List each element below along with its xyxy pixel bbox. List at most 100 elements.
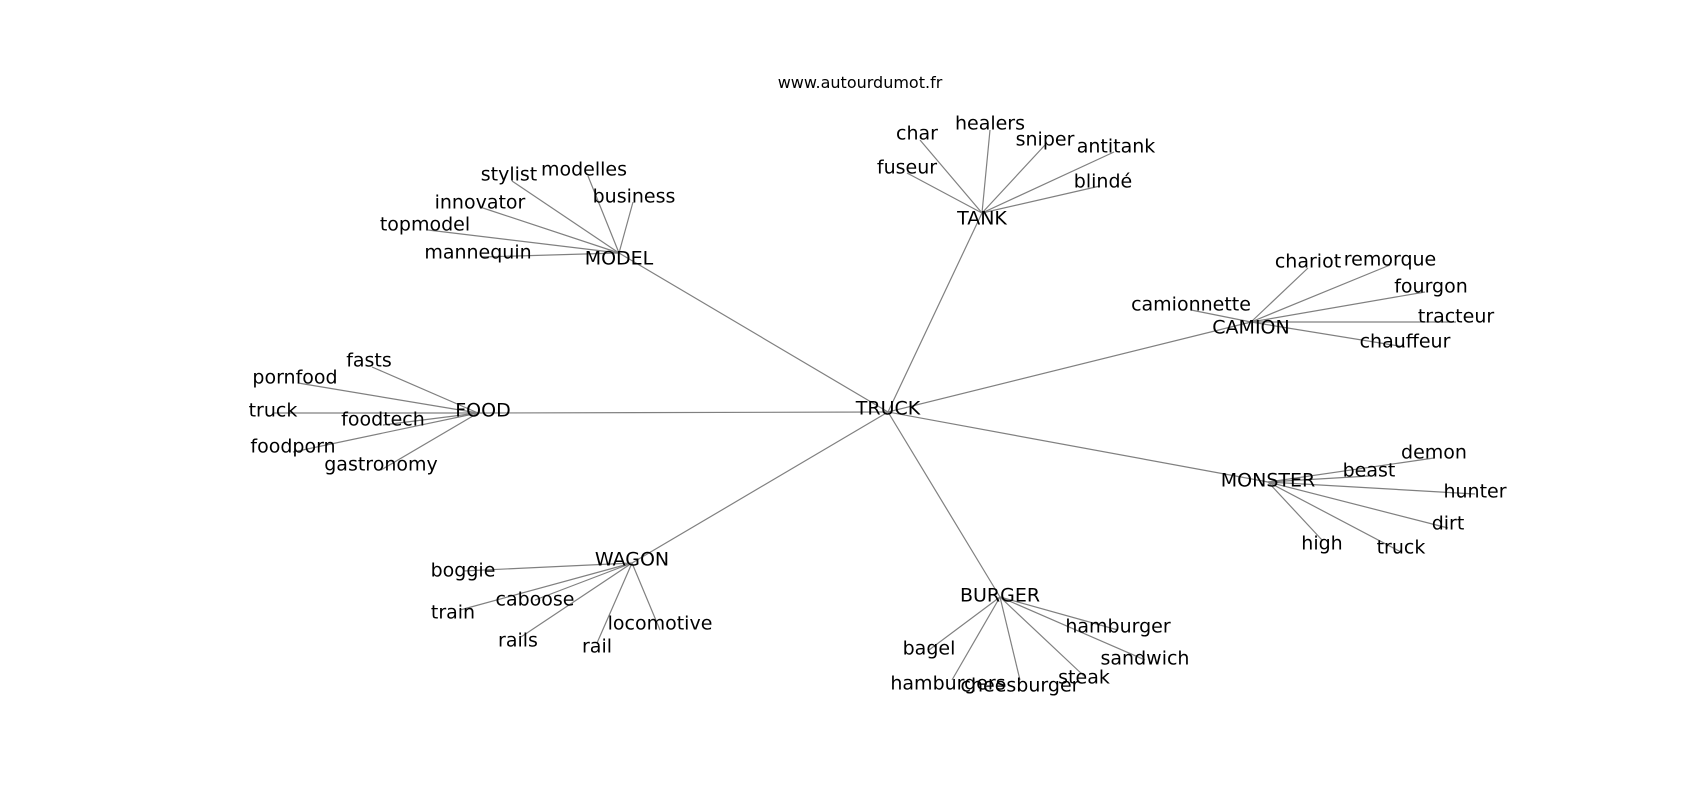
edge-center-camion xyxy=(887,321,1252,413)
edge-food-3 xyxy=(382,412,479,426)
edge-burger-0 xyxy=(999,596,1119,631)
leaf-node-camion-3: camionnette xyxy=(1131,294,1251,316)
hub-node-food: FOOD xyxy=(455,400,510,422)
leaf-node-tank-1: healers xyxy=(955,113,1025,135)
hub-node-wagon: WAGON xyxy=(595,549,669,571)
edge-monster-1 xyxy=(1267,475,1370,483)
leaf-node-burger-2: bagel xyxy=(903,638,956,660)
leaf-node-camion-1: remorque xyxy=(1344,249,1437,271)
edge-wagon-5 xyxy=(596,562,633,644)
edge-burger-1 xyxy=(999,596,1146,661)
leaf-node-wagon-3: locomotive xyxy=(608,613,713,635)
edge-tank-2 xyxy=(981,144,1046,214)
edge-model-2 xyxy=(482,207,620,254)
edge-food-1 xyxy=(297,382,479,414)
edge-center-food xyxy=(477,411,889,414)
leaf-node-wagon-2: train xyxy=(431,602,475,624)
leaf-node-monster-4: high xyxy=(1301,533,1342,555)
edge-wagon-1 xyxy=(534,562,633,601)
edge-tank-3 xyxy=(981,151,1115,214)
leaf-node-monster-1: beast xyxy=(1343,460,1396,482)
edge-wagon-0 xyxy=(462,562,633,572)
leaf-node-wagon-0: boggie xyxy=(431,560,496,582)
edge-center-model xyxy=(618,252,889,413)
leaf-node-food-0: fasts xyxy=(346,350,392,372)
leaf-node-camion-0: chariot xyxy=(1275,251,1341,273)
leaf-node-model-1: modelles xyxy=(541,159,627,181)
edge-model-3 xyxy=(618,201,634,254)
edge-food-5 xyxy=(380,412,479,471)
edge-model-0 xyxy=(511,180,620,254)
edge-model-5 xyxy=(480,252,620,258)
edge-center-burger xyxy=(887,411,1001,598)
edge-monster-4 xyxy=(1267,481,1323,541)
edge-monster-3 xyxy=(1267,481,1449,529)
leaf-node-model-3: business xyxy=(593,186,676,208)
leaf-node-monster-5: truck xyxy=(1377,537,1426,559)
leaf-node-food-1: pornfood xyxy=(252,367,337,389)
hub-node-tank: TANK xyxy=(956,208,1007,230)
hub-node-burger: BURGER xyxy=(960,585,1040,607)
leaf-node-model-5: mannequin xyxy=(424,242,531,264)
edge-wagon-4 xyxy=(520,562,633,638)
leaf-node-camion-5: chauffeur xyxy=(1360,331,1451,353)
center-node-label: TRUCK xyxy=(855,398,921,420)
leaf-node-monster-0: demon xyxy=(1401,442,1467,464)
edge-tank-4 xyxy=(906,172,983,214)
edge-food-0 xyxy=(371,366,479,414)
leaf-node-monster-3: dirt xyxy=(1432,513,1465,535)
leaf-node-burger-0: hamburger xyxy=(1065,616,1171,638)
edge-monster-5 xyxy=(1267,481,1402,553)
edge-wagon-2 xyxy=(459,562,633,611)
edge-center-tank xyxy=(887,212,983,413)
edge-wagon-3 xyxy=(631,562,661,631)
hub-node-model: MODEL xyxy=(585,248,654,270)
edge-tank-1 xyxy=(981,129,991,214)
edge-model-1 xyxy=(587,175,620,254)
edge-burger-2 xyxy=(928,596,1001,651)
leaf-node-camion-4: tracteur xyxy=(1418,306,1495,328)
leaf-node-wagon-1: caboose xyxy=(496,589,575,611)
edge-camion-3 xyxy=(1190,309,1252,323)
edge-tank-0 xyxy=(919,139,983,214)
leaf-node-tank-2: sniper xyxy=(1016,129,1075,151)
hub-node-camion: CAMION xyxy=(1212,317,1289,339)
leaf-node-model-0: stylist xyxy=(481,164,538,186)
edge-monster-0 xyxy=(1267,457,1435,483)
leaf-node-tank-4: fuseur xyxy=(877,157,937,179)
leaf-node-model-4: topmodel xyxy=(380,214,470,236)
leaf-node-food-2: truck xyxy=(249,400,298,422)
edge-center-wagon xyxy=(631,411,889,564)
leaf-node-burger-3: steak xyxy=(1058,667,1110,689)
edge-center-monster xyxy=(887,411,1269,483)
edge-camion-0 xyxy=(1250,267,1309,323)
leaf-node-monster-2: hunter xyxy=(1443,481,1506,503)
leaf-node-burger-4: hamburgers xyxy=(890,673,1005,695)
edge-camion-5 xyxy=(1250,321,1406,348)
leaf-node-food-5: gastronomy xyxy=(324,454,438,476)
edge-burger-5 xyxy=(999,596,1021,681)
leaf-node-camion-2: fourgon xyxy=(1394,276,1468,298)
hub-node-monster: MONSTER xyxy=(1221,470,1315,492)
edge-tank-5 xyxy=(981,185,1101,214)
leaf-node-tank-0: char xyxy=(896,123,938,145)
leaf-node-food-4: foodporn xyxy=(250,436,335,458)
source-caption: www.autourdumot.fr xyxy=(778,73,943,92)
edge-food-4 xyxy=(292,412,479,453)
edge-camion-2 xyxy=(1250,291,1426,323)
edge-burger-4 xyxy=(951,596,1001,681)
leaf-node-model-2: innovator xyxy=(435,192,526,214)
leaf-node-tank-3: antitank xyxy=(1077,136,1156,158)
leaf-node-wagon-5: rail xyxy=(582,636,612,658)
graph-edges xyxy=(273,129,1476,681)
edge-model-4 xyxy=(427,229,620,254)
leaf-node-food-3: foodtech xyxy=(341,409,425,431)
leaf-node-tank-5: blindé xyxy=(1074,171,1132,193)
leaf-node-burger-1: sandwich xyxy=(1101,648,1190,670)
leaf-node-wagon-4: rails xyxy=(498,630,538,652)
edge-camion-1 xyxy=(1250,264,1391,323)
edge-burger-3 xyxy=(999,596,1085,677)
leaf-node-burger-5: cheesburger xyxy=(961,675,1080,697)
